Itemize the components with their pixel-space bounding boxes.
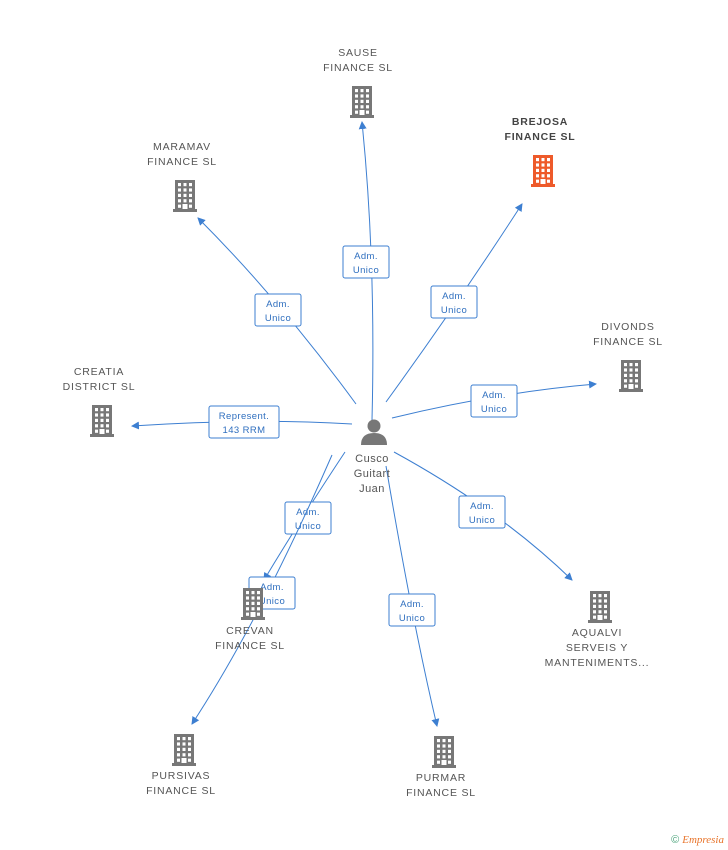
edge-label-box[interactable]: Adm. Unico — [342, 245, 390, 279]
edge-label-line: Adm. — [400, 599, 424, 610]
company-node-crevan[interactable]: CREVAN FINANCE SL — [215, 588, 285, 652]
person-name-line: Juan — [359, 483, 385, 495]
edge-label-line: Adm. — [266, 299, 290, 310]
edge-sause: Adm. Unico — [342, 121, 390, 421]
company-node-creatia[interactable]: CREATIA DISTRICT SL — [63, 366, 136, 437]
building-icon — [241, 588, 265, 620]
edge-label-line: Unico — [469, 515, 495, 526]
company-name-line: FINANCE SL — [215, 640, 285, 652]
building-icon — [350, 86, 374, 118]
company-name-line: BREJOSA — [512, 116, 568, 128]
edge-label-line: Unico — [259, 596, 285, 607]
edge-label-line: Unico — [399, 613, 425, 624]
company-name-line: CREATIA — [74, 366, 124, 378]
company-name-line: DISTRICT SL — [63, 381, 136, 393]
edge-label-line: Unico — [441, 305, 467, 316]
edge-label-box[interactable]: Represent. 143 RRM — [208, 405, 280, 439]
company-name-line: PURSIVAS — [152, 770, 211, 782]
edge-creatia: Represent. 143 RRM — [131, 405, 353, 439]
edge-label-line: Adm. — [354, 251, 378, 262]
edge-divonds: Adm. Unico — [391, 380, 597, 419]
edge-crevan: Adm. Unico — [263, 451, 346, 581]
company-name-line: MARAMAV — [153, 141, 211, 153]
building-icon — [619, 360, 643, 392]
edge-label-line: Unico — [481, 404, 507, 415]
building-icon — [588, 591, 612, 623]
company-name-line: AQUALVI — [572, 627, 622, 639]
edge-label-line: Represent. — [219, 411, 269, 422]
company-name-line: FINANCE SL — [505, 131, 576, 143]
edge-label-box[interactable]: Adm. Unico — [388, 593, 436, 627]
person-icon — [361, 419, 387, 445]
company-node-aqualvi[interactable]: AQUALVI SERVEIS Y MANTENIMENTS... — [545, 591, 650, 669]
company-name-line: PURMAR — [416, 772, 466, 784]
person-name-line: Cusco — [355, 453, 389, 465]
company-name-line: FINANCE SL — [406, 787, 476, 799]
edge-label-line: Adm. — [442, 291, 466, 302]
building-icon — [432, 736, 456, 768]
edge-brejosa: Adm. Unico — [385, 203, 523, 403]
edge-label-line: 143 RRM — [223, 425, 266, 436]
building-icon — [90, 405, 114, 437]
company-node-purmar[interactable]: PURMAR FINANCE SL — [406, 736, 476, 799]
company-name-line: FINANCE SL — [323, 62, 393, 74]
edge-label-line: Adm. — [296, 507, 320, 518]
edge-label-box[interactable]: Adm. Unico — [284, 501, 332, 535]
building-icon — [173, 180, 197, 212]
company-name-line: FINANCE SL — [147, 156, 217, 168]
company-name-line: FINANCE SL — [593, 336, 663, 348]
edge-label-line: Unico — [353, 265, 379, 276]
edge-label-line: Unico — [265, 313, 291, 324]
edge-purmar: Adm. Unico — [385, 465, 440, 727]
company-node-maramav[interactable]: MARAMAV FINANCE SL — [147, 141, 217, 212]
edge-aqualvi: Adm. Unico — [393, 451, 573, 581]
edge-label-line: Unico — [295, 521, 321, 532]
company-name-line: CREVAN — [226, 625, 274, 637]
edge-label-box[interactable]: Adm. Unico — [470, 384, 518, 418]
company-name-line: SAUSE — [338, 47, 378, 59]
edge-maramav: Adm. Unico — [197, 217, 357, 405]
edge-label-line: Adm. — [482, 390, 506, 401]
company-name-line: MANTENIMENTS... — [545, 657, 650, 669]
edge-label-line: Adm. — [470, 501, 494, 512]
company-node-pursivas[interactable]: PURSIVAS FINANCE SL — [146, 734, 216, 797]
edge-label-box[interactable]: Adm. Unico — [458, 495, 506, 529]
person-name-line: Guitart — [354, 468, 391, 480]
company-node-brejosa[interactable]: BREJOSA FINANCE SL — [505, 116, 576, 187]
copyright-mark: © — [671, 834, 680, 846]
brand-logo: Empresia — [682, 834, 724, 846]
edge-label-box[interactable]: Adm. Unico — [254, 293, 302, 327]
company-name-line: FINANCE SL — [146, 785, 216, 797]
company-name-line: DIVONDS — [601, 321, 654, 333]
company-node-divonds[interactable]: DIVONDS FINANCE SL — [593, 321, 663, 392]
company-node-sause[interactable]: SAUSE FINANCE SL — [323, 47, 393, 118]
edge-label-box[interactable]: Adm. Unico — [430, 285, 478, 319]
company-name-line: SERVEIS Y — [566, 642, 628, 654]
footer-brand: © Empresia — [671, 834, 724, 846]
edge-label-line: Adm. — [260, 582, 284, 593]
building-icon — [172, 734, 196, 766]
building-icon — [531, 155, 555, 187]
